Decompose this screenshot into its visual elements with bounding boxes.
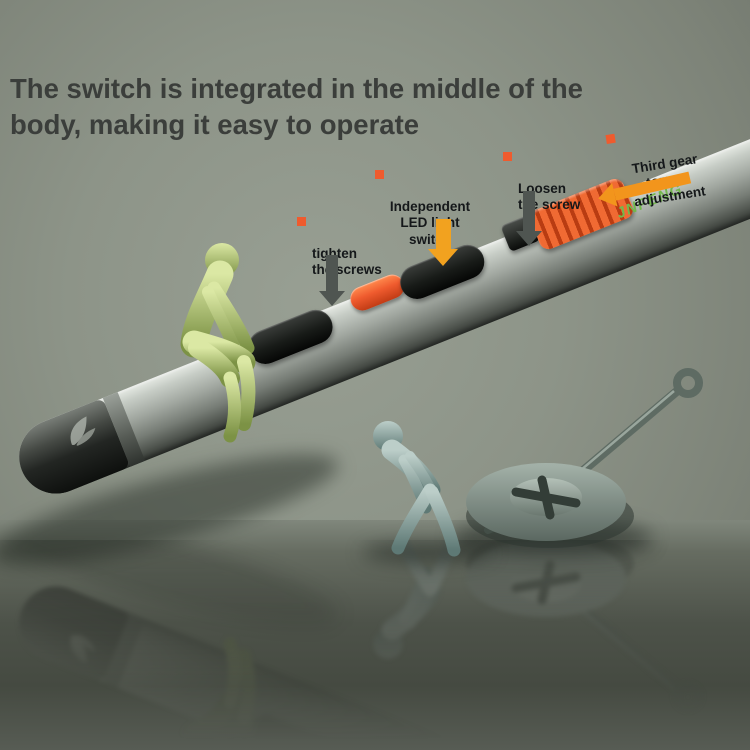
down-arrow-icon [319,255,345,306]
scene: JNFENG [0,105,750,588]
teal-figurine [373,421,461,557]
bullet-icon [297,217,306,226]
callout-tighten-screws: tighten the screws [297,213,382,279]
giant-screw [466,368,703,548]
callout-label: tighten the screws [312,245,382,278]
bullet-icon [375,170,384,179]
headline: The switch is integrated in the middle o… [10,73,583,141]
bullet-icon [605,133,616,145]
brand-leaf-logo-icon [70,416,96,446]
bullet-icon [503,152,512,161]
screw-eye-ring [673,368,703,398]
electric-screwdriver-pen: JNFENG [8,105,750,505]
phillips-cross-slot [511,475,581,520]
down-arrow-icon [516,191,542,246]
green-figurine [180,243,256,443]
down-arrow-icon [428,219,458,266]
